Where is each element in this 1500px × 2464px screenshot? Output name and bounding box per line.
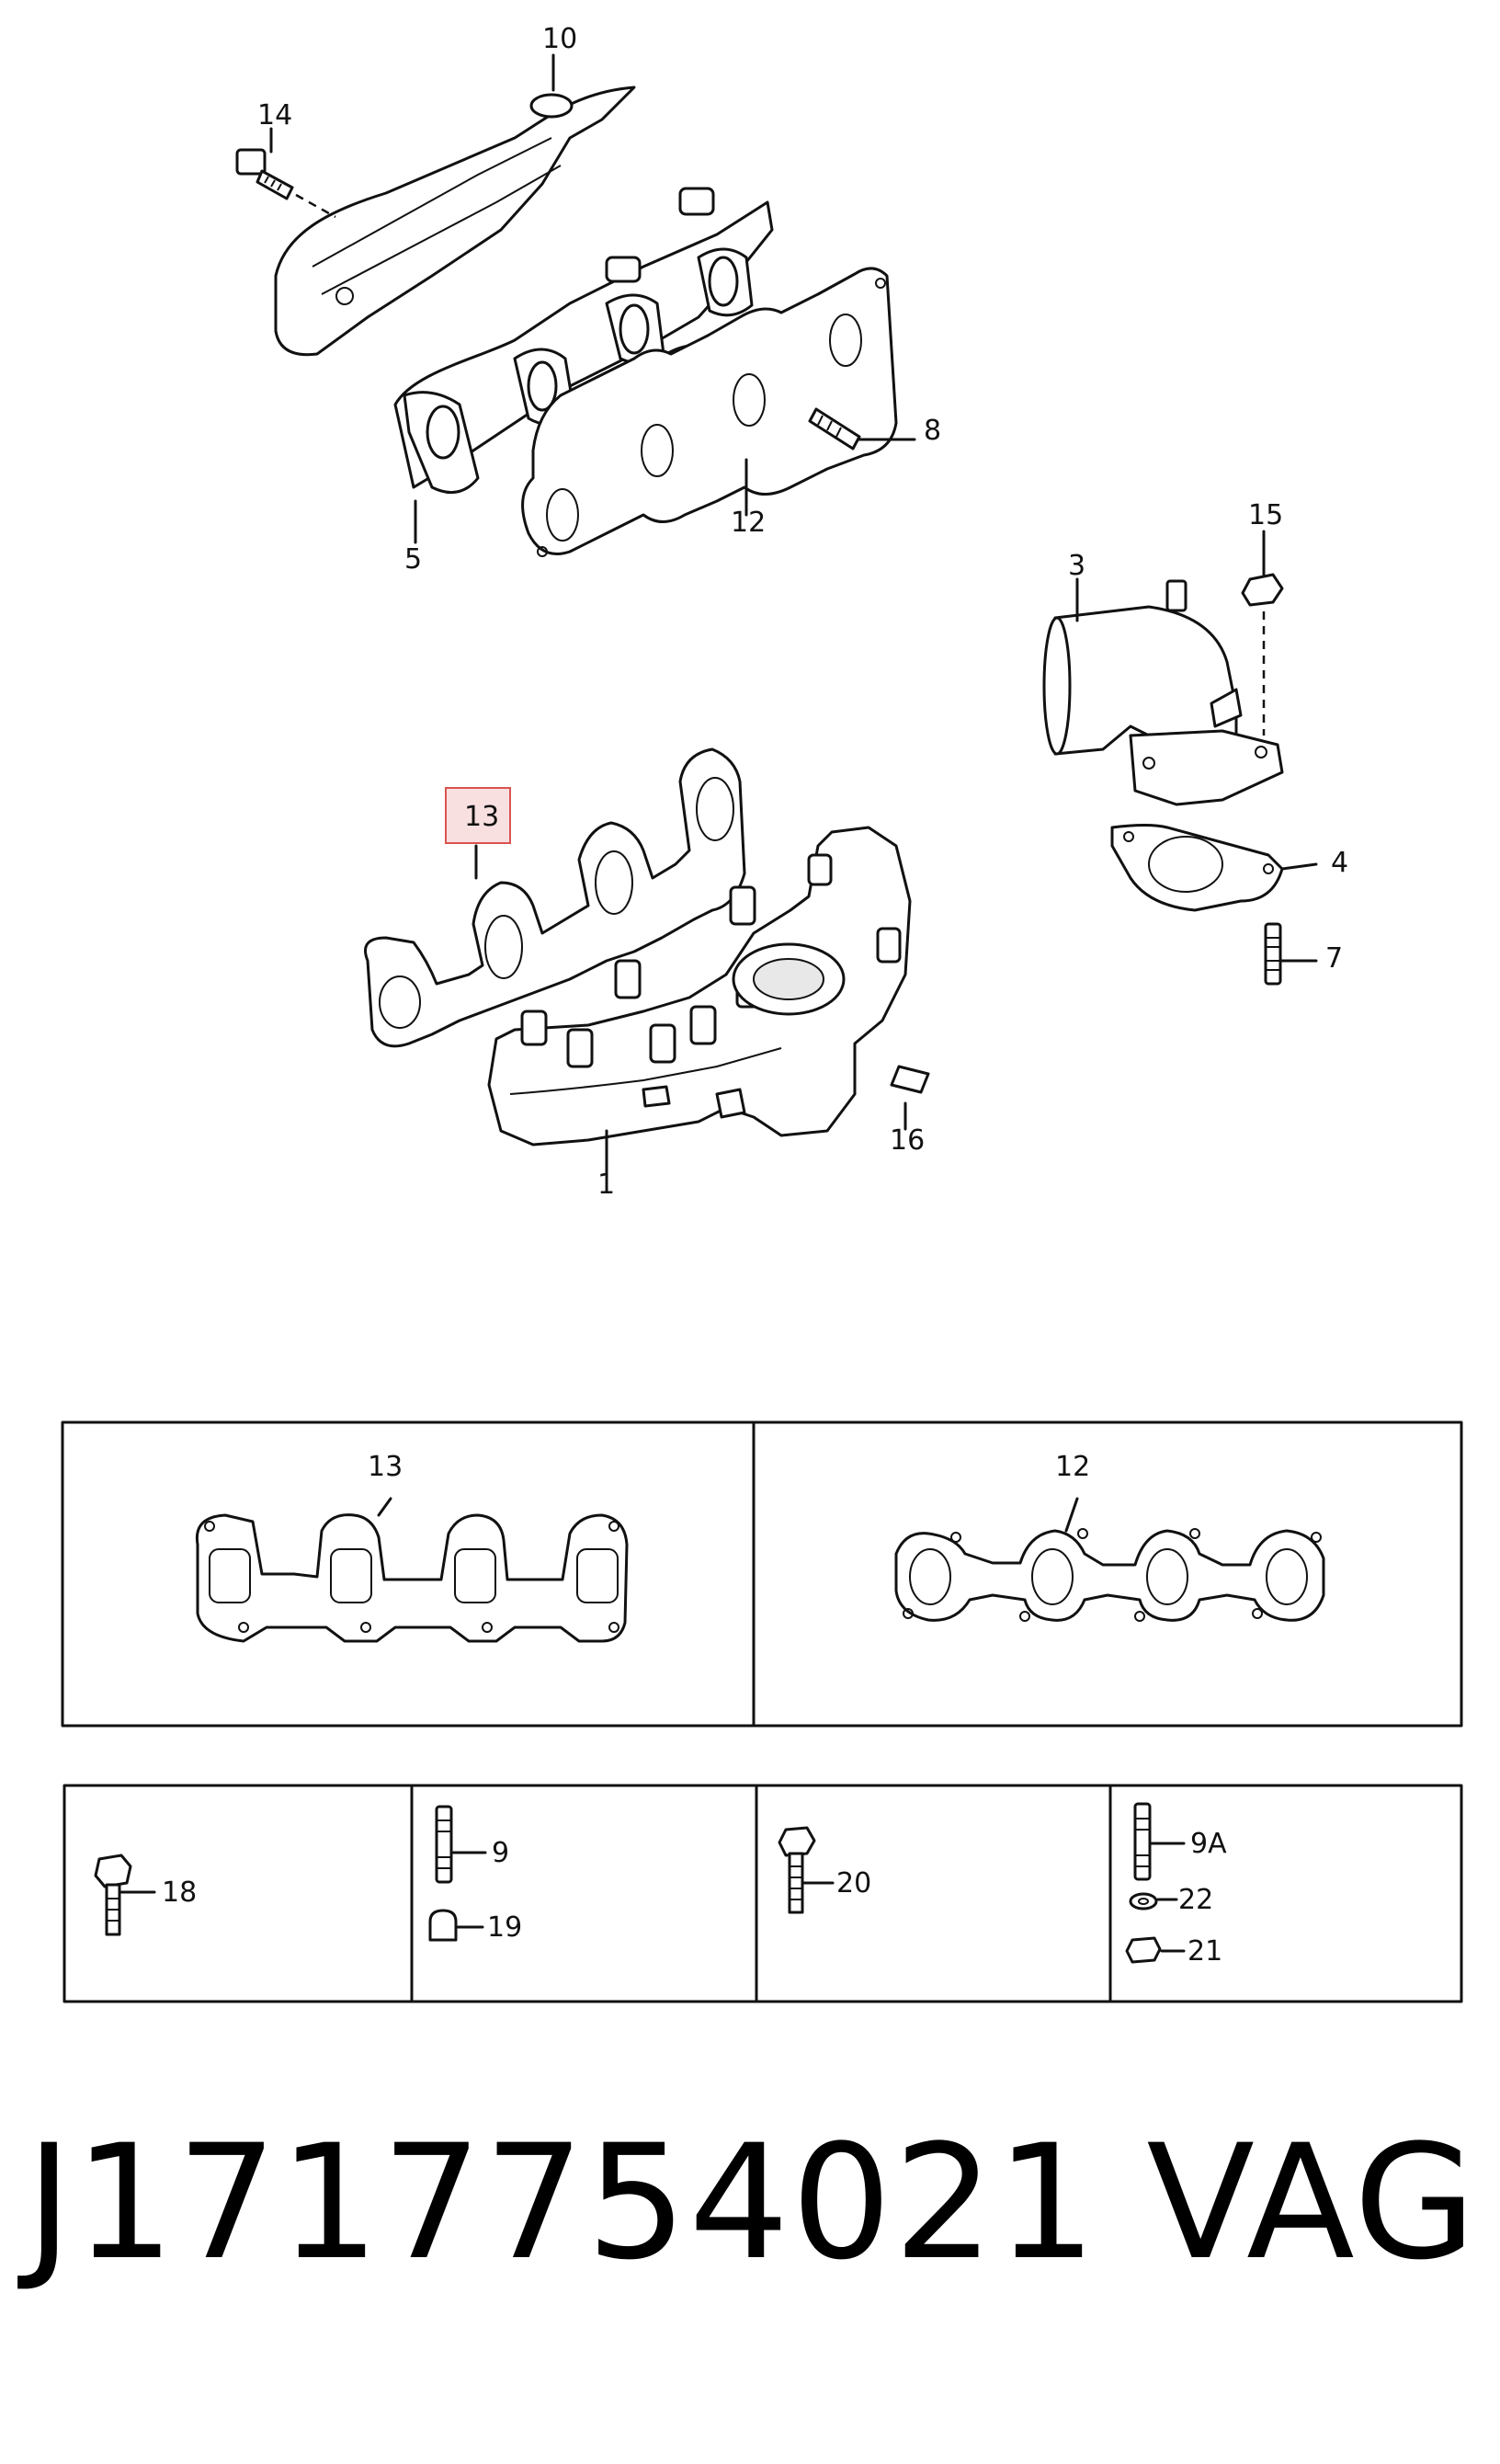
callout-7: 7 — [1325, 942, 1343, 975]
part-number-footer: J1717754021 VAG — [26, 2124, 1478, 2282]
callout-1: 1 — [597, 1169, 615, 1201]
hardware-label-20: 20 — [836, 1867, 871, 1899]
part-number: J1717754021 — [26, 2110, 1099, 2295]
callout-13: 13 — [464, 801, 499, 833]
hardware-label-21: 21 — [1188, 1935, 1222, 1968]
hardware-label-19: 19 — [487, 1911, 522, 1944]
hardware-box: 18 9 19 20 9A 22 21 — [62, 1784, 1463, 2003]
highlight-box — [445, 787, 511, 844]
hardware-label-18: 18 — [162, 1877, 197, 1909]
brand-name: VAG — [1146, 2110, 1478, 2295]
callout-8: 8 — [924, 415, 941, 447]
detail-label-12: 12 — [1055, 1451, 1090, 1483]
callout-3: 3 — [1068, 550, 1085, 582]
callout-12: 12 — [731, 507, 766, 539]
callout-4: 4 — [1331, 847, 1348, 879]
hardware-label-9a: 9A — [1190, 1828, 1227, 1860]
elbow-connector-part — [1042, 579, 1284, 806]
intake-manifold-part — [487, 826, 912, 1146]
stud-8-part — [808, 407, 861, 451]
gasket-13-part — [364, 747, 746, 1048]
callout-5: 5 — [404, 543, 422, 576]
hardware-label-22: 22 — [1178, 1884, 1213, 1916]
callout-16: 16 — [890, 1124, 925, 1157]
stud-7-part — [1264, 922, 1282, 986]
callout-10: 10 — [542, 23, 577, 55]
gasket-detail-box: 13 12 — [61, 1420, 1463, 1728]
nut-15-part — [1241, 573, 1284, 736]
hardware-label-9: 9 — [492, 1837, 509, 1869]
callout-15: 15 — [1248, 499, 1283, 531]
heat-shield-part — [274, 86, 636, 357]
exhaust-manifold-part — [393, 187, 774, 495]
plug-16-part — [890, 1065, 930, 1094]
detail-label-13: 13 — [368, 1451, 403, 1483]
gasket-4-part — [1110, 824, 1284, 912]
callout-14: 14 — [257, 99, 292, 131]
bolt-part — [235, 148, 336, 219]
